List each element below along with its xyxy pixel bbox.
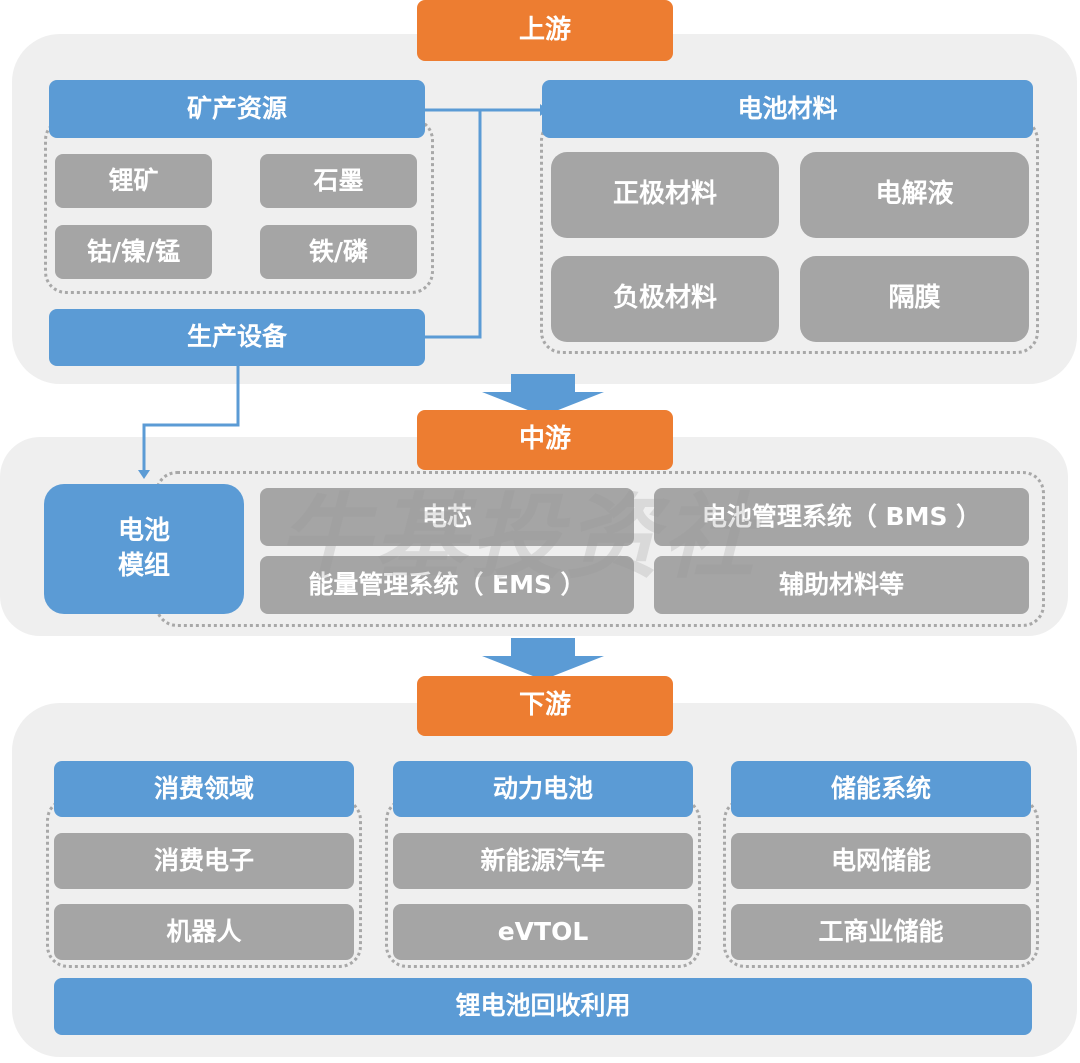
consumer-header: 消费领域: [54, 761, 354, 817]
cell-item: 电芯: [260, 488, 634, 546]
anode-material-item: 负极材料: [551, 256, 779, 342]
midstream-to-downstream-arrow-icon: [482, 638, 604, 680]
electrolyte-item: 电解液: [800, 152, 1029, 238]
battery-module-box: 电池 模组: [44, 484, 244, 614]
battery-materials-header: 电池材料: [542, 80, 1033, 138]
separator-item: 隔膜: [800, 256, 1029, 342]
commercial-storage-item: 工商业储能: [731, 904, 1031, 960]
graphite-item: 石墨: [260, 154, 417, 208]
energy-storage-header: 储能系统: [731, 761, 1031, 817]
robot-item: 机器人: [54, 904, 354, 960]
downstream-stage-label: 下游: [417, 676, 673, 736]
ems-item: 能量管理系统（ EMS ）: [260, 556, 634, 614]
new-energy-vehicle-item: 新能源汽车: [393, 833, 693, 889]
battery-recycling-box: 锂电池回收利用: [54, 978, 1032, 1035]
midstream-stage-label: 中游: [417, 410, 673, 470]
lithium-ore-item: 锂矿: [55, 154, 212, 208]
grid-storage-item: 电网储能: [731, 833, 1031, 889]
upstream-stage-label: 上游: [417, 0, 673, 61]
bms-item: 电池管理系统（ BMS ）: [654, 488, 1029, 546]
iron-phosphorus-item: 铁/磷: [260, 225, 417, 279]
cathode-material-item: 正极材料: [551, 152, 779, 238]
cobalt-nickel-manganese-item: 钴/镍/锰: [55, 225, 212, 279]
power-battery-header: 动力电池: [393, 761, 693, 817]
production-equipment-box: 生产设备: [49, 309, 425, 366]
consumer-electronics-item: 消费电子: [54, 833, 354, 889]
auxiliary-materials-item: 辅助材料等: [654, 556, 1029, 614]
evtol-item: eVTOL: [393, 904, 693, 960]
mineral-resources-header: 矿产资源: [49, 80, 425, 138]
